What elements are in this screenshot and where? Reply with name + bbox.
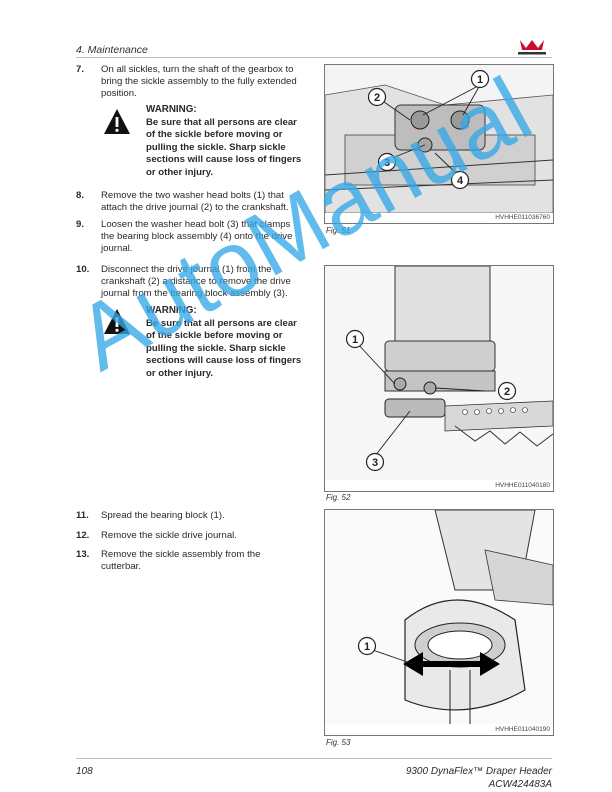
step-number: 13. xyxy=(76,549,90,560)
step-number: 7. xyxy=(76,64,85,75)
step-text: Spread the bearing block (1). xyxy=(101,510,225,521)
callout-1-label: 1 xyxy=(364,641,370,653)
warning-text: Be sure that all persons are clear of th… xyxy=(146,318,302,379)
figure-caption: Fig. 52 xyxy=(326,493,351,502)
step-10: 10. Disconnect the drive journal (1) fro… xyxy=(76,264,301,304)
document-code: ACW424483A xyxy=(488,779,552,790)
callout-2 xyxy=(497,381,517,401)
section-title: 4. Maintenance xyxy=(76,44,148,56)
step-text: Remove the two washer head bolts (1) tha… xyxy=(101,190,289,214)
figure-52: 1 2 3 HVHHE011040180 xyxy=(324,265,554,492)
callout-3 xyxy=(377,152,397,172)
step-number: 12. xyxy=(76,530,90,541)
step-text: Loosen the washer head bolt (3) that cla… xyxy=(101,219,293,255)
step-number: 10. xyxy=(76,264,90,275)
warning-title: WARNING: xyxy=(146,104,197,115)
callout-2-label: 2 xyxy=(504,386,510,398)
figure-caption: Fig. 51 xyxy=(326,226,351,235)
callout-1 xyxy=(470,69,490,89)
figure-caption: Fig. 53 xyxy=(326,738,351,747)
callout-1 xyxy=(357,636,377,656)
callout-2 xyxy=(367,87,387,107)
step-number: 11. xyxy=(76,510,89,521)
callout-3 xyxy=(365,452,385,472)
warning-text: Be sure that all persons are clear of th… xyxy=(146,117,302,178)
callout-3-label: 3 xyxy=(384,157,390,169)
callout-2-label: 2 xyxy=(374,92,380,104)
step-text: Remove the sickle assembly from the cutt… xyxy=(101,549,261,573)
step-text: Disconnect the drive journal (1) from th… xyxy=(101,264,291,300)
step-11: 11. Spread the bearing block (1). xyxy=(76,510,301,524)
step-number: 9. xyxy=(76,219,85,230)
warning-title: WARNING: xyxy=(146,305,197,316)
page-number: 108 xyxy=(76,766,93,777)
callout-3-label: 3 xyxy=(372,457,378,469)
step-8: 8. Remove the two washer head bolts (1) … xyxy=(76,190,301,216)
callout-4 xyxy=(450,170,470,190)
header-divider xyxy=(76,57,552,58)
step-text: On all sickles, turn the shaft of the ge… xyxy=(101,64,297,100)
figure-id: HVHHE011036760 xyxy=(495,214,550,221)
callout-1 xyxy=(345,329,365,349)
figure-id: HVHHE011040180 xyxy=(495,482,550,489)
step-7: 7. On all sickles, turn the shaft of the… xyxy=(76,64,301,104)
warning-triangle-icon xyxy=(104,309,130,334)
step-13: 13. Remove the sickle assembly from the … xyxy=(76,549,301,575)
figure-51-illustration: 1 2 3 4 xyxy=(324,65,554,214)
figure-53-illustration: 1 xyxy=(325,509,554,724)
step-number: 8. xyxy=(76,190,85,201)
callout-4-label: 4 xyxy=(457,175,464,187)
callout-1-label: 1 xyxy=(352,334,358,346)
brand-logo xyxy=(518,40,546,55)
document-title: 9300 DynaFlex™ Draper Header xyxy=(405,766,552,777)
step-9: 9. Loosen the washer head bolt (3) that … xyxy=(76,219,301,259)
figure-53: 1 HVHHE011040190 xyxy=(324,509,554,736)
footer-divider xyxy=(76,758,552,759)
callout-1-label: 1 xyxy=(477,74,483,86)
figure-51: 1 2 3 4 HVHHE011036760 xyxy=(324,64,554,224)
step-text: Remove the sickle drive journal. xyxy=(101,530,237,541)
figure-id: HVHHE011040190 xyxy=(495,726,550,733)
step-12: 12. Remove the sickle drive journal. xyxy=(76,530,301,544)
warning-triangle-icon xyxy=(104,109,130,134)
figure-52-illustration: 1 2 3 xyxy=(325,265,554,480)
